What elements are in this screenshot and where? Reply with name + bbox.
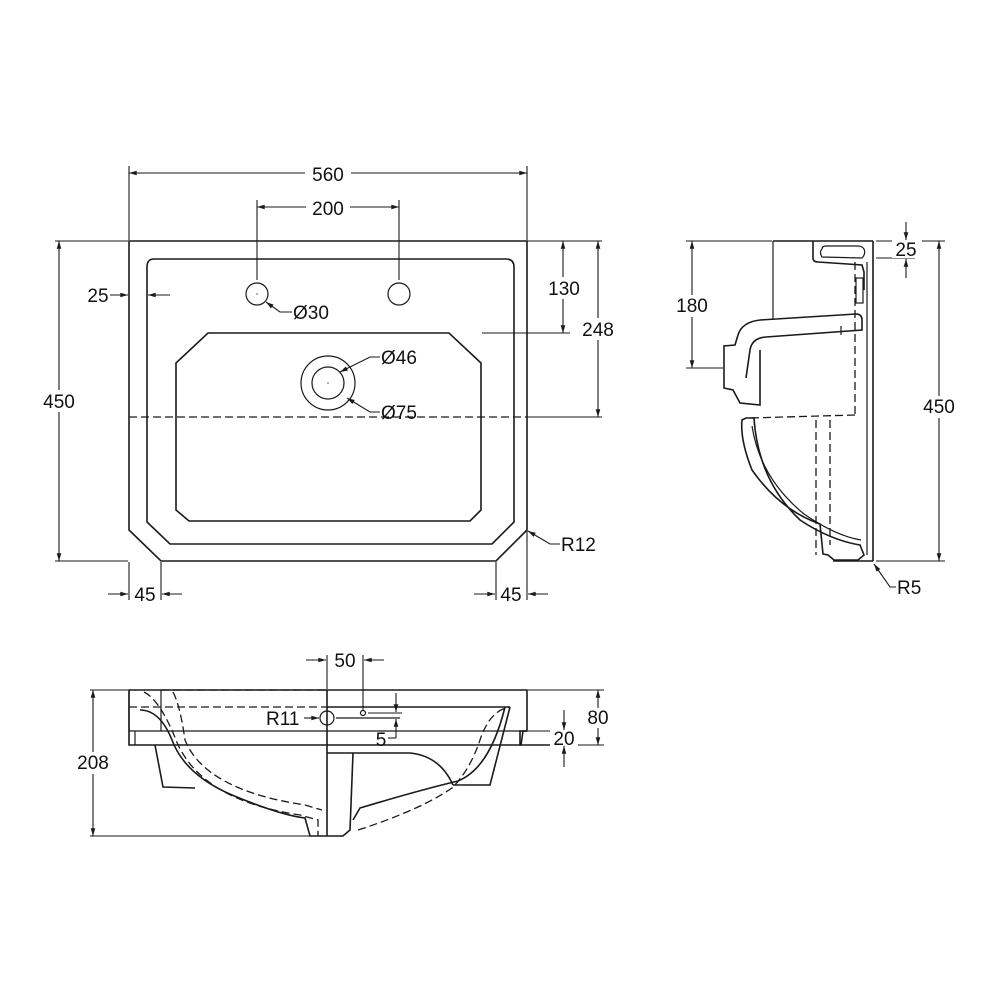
dim-overall-height: 208 [77, 753, 109, 774]
front-view: 50 R11 5 208 80 20 [74, 651, 615, 837]
dim-bowl-height: 180 [676, 296, 708, 317]
tap-hole-left [245, 282, 269, 306]
dim-lip-height: 20 [553, 729, 574, 750]
label-tap-hole-diameter: Ø30 [293, 303, 329, 324]
basin-outer-outline [128, 240, 528, 562]
waste-inner [311, 366, 345, 400]
dim-side-overall-depth: 450 [923, 397, 955, 418]
label-waste-outer: Ø75 [381, 403, 417, 424]
dim-overflow-offset: 50 [334, 651, 355, 672]
bowl-outline [175, 332, 482, 522]
dim-chamfer-right: 45 [500, 585, 521, 606]
label-corner-radius: R12 [561, 535, 596, 556]
waste-outer [300, 355, 356, 411]
dim-tap-to-bowl: 130 [548, 279, 580, 300]
dim-overall-depth: 450 [43, 392, 75, 413]
dim-chamfer-left: 45 [134, 585, 155, 606]
dim-tap-spacing: 200 [312, 199, 344, 220]
label-waste-inner: Ø46 [381, 348, 417, 369]
dim-rim-offset: 25 [87, 286, 108, 307]
dim-top-thickness: 25 [895, 240, 916, 261]
dim-rim-height: 80 [587, 708, 608, 729]
dim-overflow-gap: 5 [376, 730, 387, 751]
top-view: 560 200 450 25 130 248 Ø30 Ø46 [40, 160, 618, 606]
dim-front-to-waste: 248 [582, 320, 614, 341]
tap-hole-right [387, 282, 411, 306]
dim-overall-width: 560 [312, 165, 344, 186]
label-overflow-radius: R11 [266, 709, 299, 730]
side-view: 25 180 450 R5 [673, 222, 958, 599]
label-side-corner-radius: R5 [897, 578, 921, 599]
basin-inner-rim [146, 258, 515, 545]
overflow-hole [319, 710, 335, 726]
